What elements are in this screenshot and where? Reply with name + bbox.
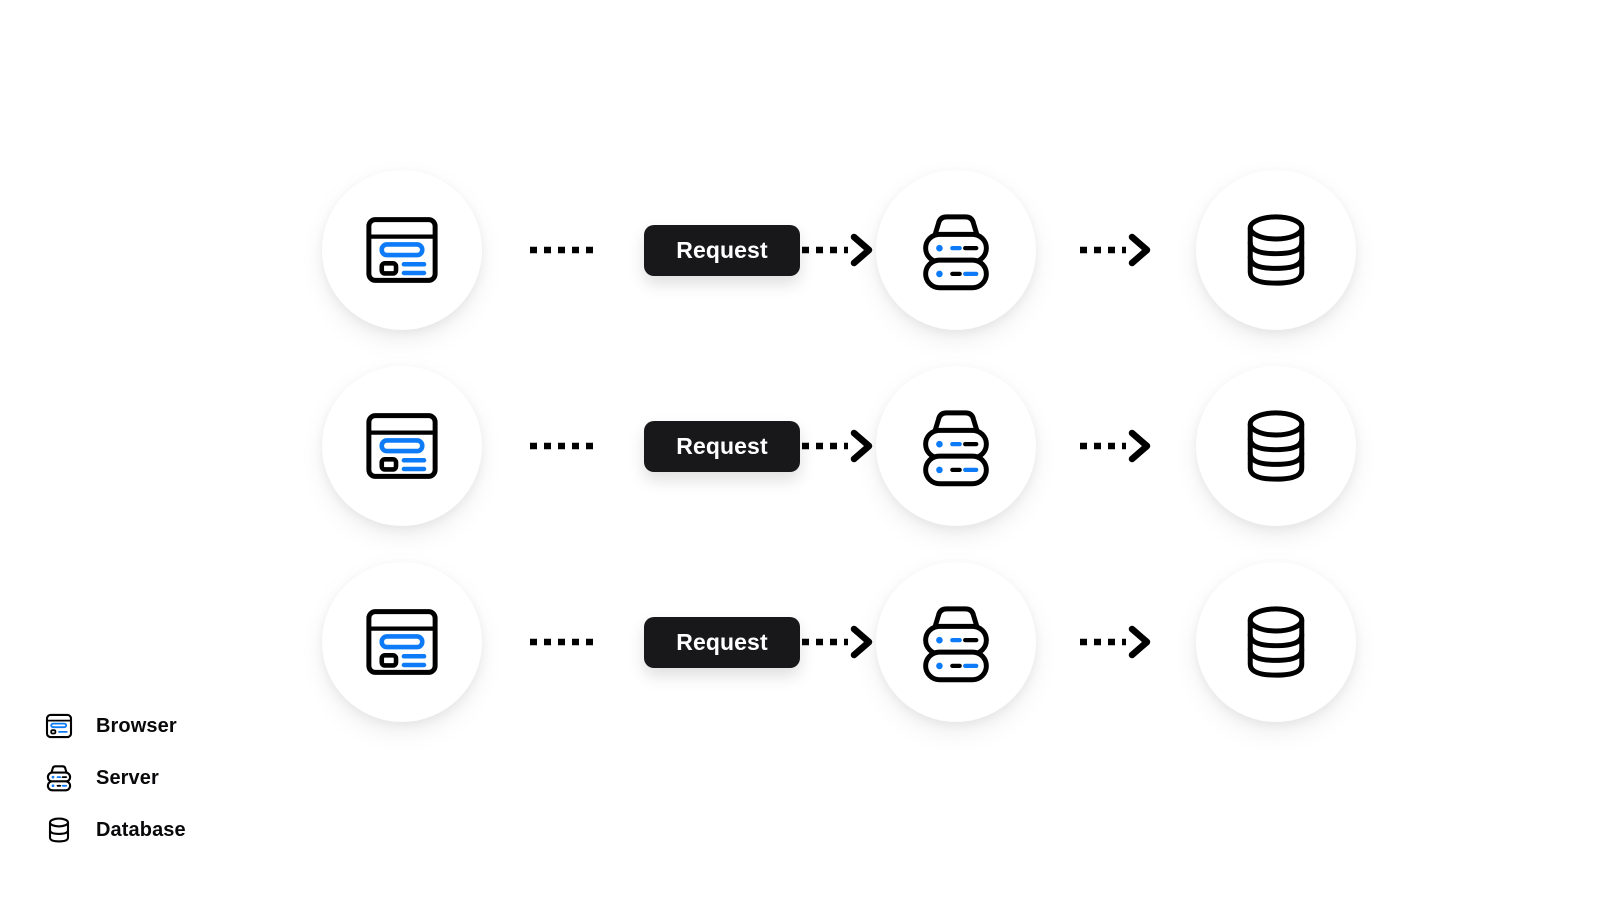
browser-node[interactable] [322,366,482,526]
legend: Browser Server Database [44,700,324,856]
database-icon [1230,204,1322,296]
dashed-arrow-icon [800,624,876,660]
server-icon [910,400,1002,492]
flow-row: Request [322,168,1356,332]
server-icon [44,763,74,793]
server-icon [910,596,1002,688]
request-badge[interactable]: Request [644,420,800,472]
request-badge-label: Request [676,236,768,263]
connector-browser-to-badge [482,230,644,270]
request-badge[interactable]: Request [644,616,800,668]
legend-label: Database [96,818,186,841]
connector-server-to-database [1036,230,1196,270]
request-badge-label: Request [676,628,768,655]
dashed-arrow-icon [800,232,876,268]
connector-badge-to-server [800,428,876,464]
database-node[interactable] [1196,562,1356,722]
connector-badge-to-server [800,624,876,660]
browser-node[interactable] [322,562,482,722]
browser-icon [44,711,74,741]
connector-server-to-database [1036,426,1196,466]
dashed-arrow-icon [1078,624,1154,660]
database-node[interactable] [1196,170,1356,330]
database-icon [1230,400,1322,492]
legend-item-server: Server [44,752,324,804]
database-icon [1230,596,1322,688]
dashed-arrow-icon [1078,232,1154,268]
dashed-line-icon [528,636,598,648]
flow-row: Request [322,560,1356,724]
server-node[interactable] [876,366,1036,526]
connector-server-to-database [1036,622,1196,662]
dashed-arrow-icon [1078,428,1154,464]
legend-item-browser: Browser [44,700,324,752]
dashed-line-icon [528,440,598,452]
flow-row: Request [322,364,1356,528]
connector-browser-to-badge [482,426,644,466]
server-icon [910,204,1002,296]
dashed-arrow-icon [800,428,876,464]
request-badge-label: Request [676,432,768,459]
browser-icon [356,204,448,296]
connector-browser-to-badge [482,622,644,662]
browser-icon [356,596,448,688]
browser-node[interactable] [322,170,482,330]
legend-label: Browser [96,714,177,737]
legend-label: Server [96,766,159,789]
connector-badge-to-server [800,232,876,268]
dashed-line-icon [528,244,598,256]
server-node[interactable] [876,170,1036,330]
request-badge[interactable]: Request [644,224,800,276]
browser-icon [356,400,448,492]
database-icon [44,815,74,845]
server-node[interactable] [876,562,1036,722]
legend-item-database: Database [44,804,324,856]
database-node[interactable] [1196,366,1356,526]
